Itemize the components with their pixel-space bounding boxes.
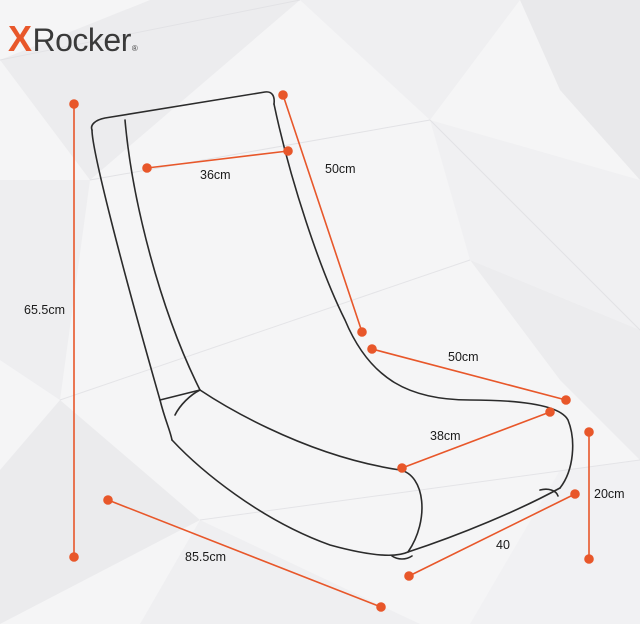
label-backrest-width: 36cm [200,168,231,182]
brand-name: Rocker [32,22,132,58]
gaming-chair-outline [90,91,574,560]
brand-trademark: ® [131,44,138,53]
brand-x-letter: X [8,18,32,59]
label-seat-depth: 50cm [448,350,479,364]
dim-line-total-length [107,499,382,608]
label-total-length: 85.5cm [185,550,226,564]
dim-line-backrest-height [282,94,363,333]
dimension-lines [69,90,594,612]
label-base-width: 40 [496,538,510,552]
brand-logo: X Rocker ® [8,18,138,60]
label-front-height: 20cm [594,487,625,501]
label-backrest-height: 50cm [325,162,356,176]
dim-line-seat-width [401,411,551,469]
label-total-height: 65.5cm [24,303,65,317]
dim-line-base-width [408,493,576,577]
label-seat-width: 38cm [430,429,461,443]
dim-line-backrest-width [146,150,289,169]
dim-line-seat-depth [371,348,567,401]
